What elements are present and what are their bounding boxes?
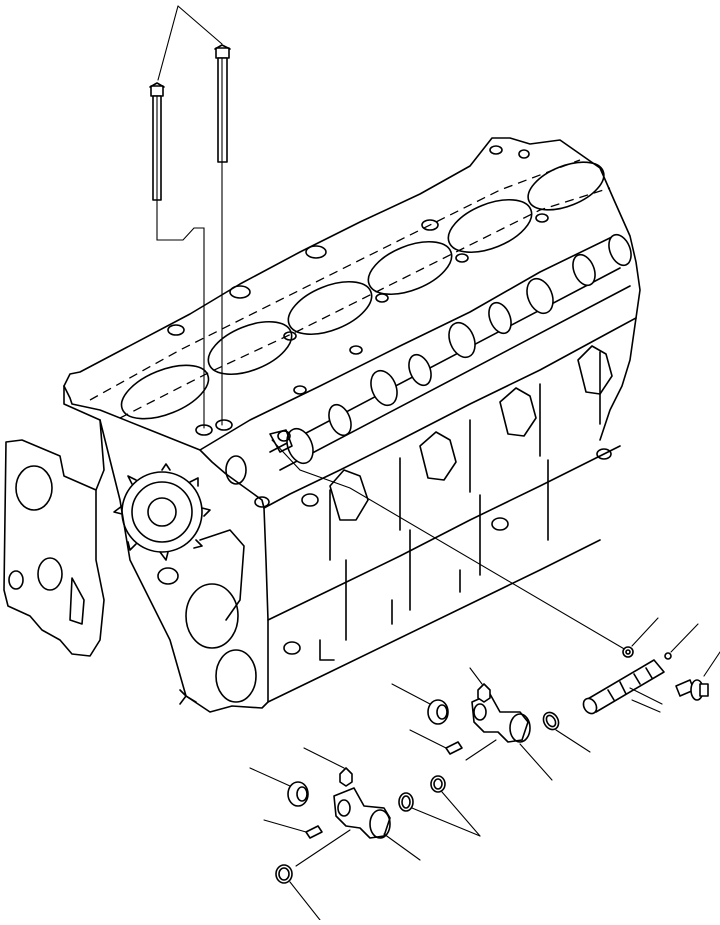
- head-bolt-left: [149, 82, 165, 201]
- nut-upper: [469, 667, 491, 703]
- plug-ball: [622, 617, 659, 658]
- roller-lower: [249, 767, 309, 807]
- pin-lower: [263, 819, 323, 839]
- pin-upper: [409, 729, 463, 755]
- leader-line: [157, 5, 179, 81]
- snap-ring-upper: [430, 775, 446, 793]
- lower-shaft-leader: [295, 829, 351, 867]
- rocker-lever-upper: [471, 693, 553, 781]
- rocker-lever-lower: [333, 787, 421, 861]
- snap-ring-common: [398, 791, 481, 837]
- head-bolt-right: [214, 44, 231, 163]
- timing-gear: [113, 463, 211, 561]
- engine-block: [3, 137, 641, 713]
- snap-ring-lower: [275, 864, 321, 921]
- small-plug: [664, 623, 699, 660]
- bolt-with-washer: [675, 651, 720, 701]
- bolt-leader-left: [156, 199, 205, 429]
- camshaft-follower-shaft: [582, 659, 665, 715]
- roller-upper: [391, 683, 449, 725]
- leader-line: [177, 5, 223, 45]
- o-ring-shaft: [542, 711, 591, 753]
- shaft-leader: [631, 699, 661, 713]
- nut-lower: [303, 747, 353, 787]
- head-bolts: [149, 5, 231, 429]
- install-leader-line: [271, 439, 627, 651]
- upper-shaft-leader: [465, 739, 497, 761]
- camshaft: [269, 233, 632, 471]
